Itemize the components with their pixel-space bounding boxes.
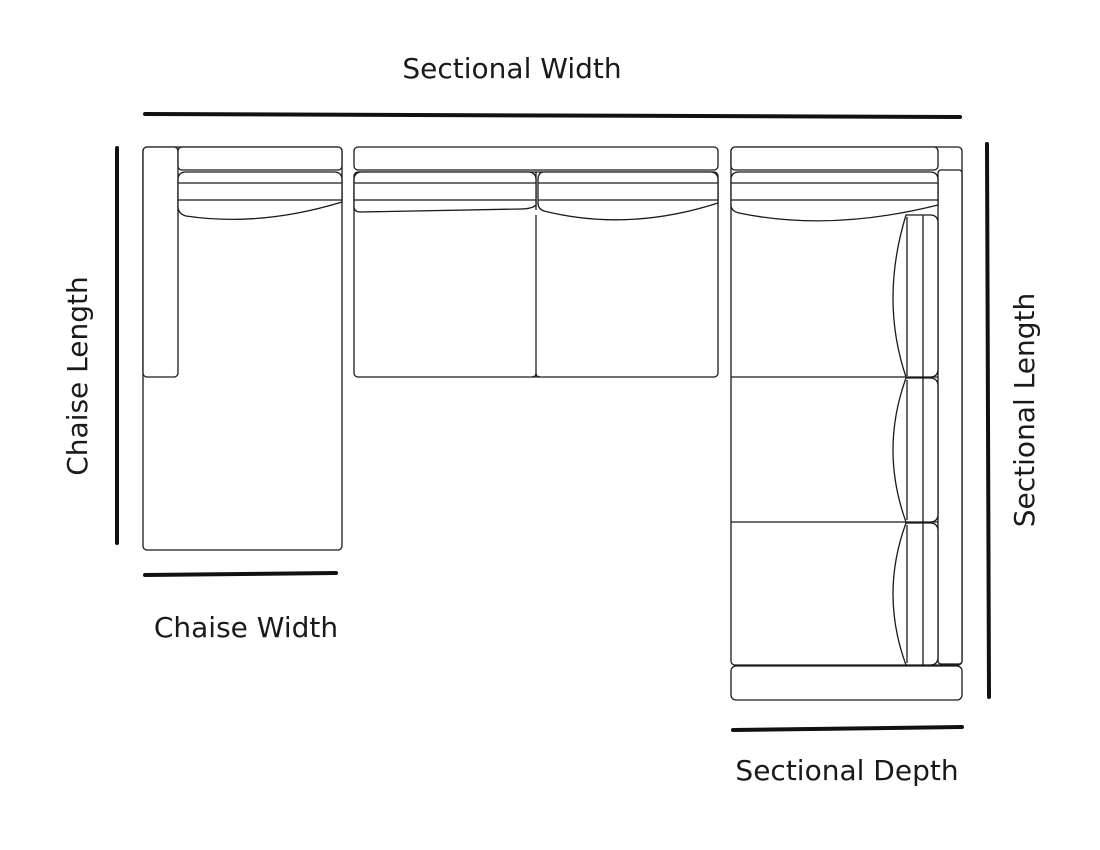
- chaise-length-label: Chaise Length: [61, 276, 94, 476]
- left-chaise-section: [142, 146, 343, 551]
- chaise-width-dimension-line: [143, 571, 338, 577]
- center-loveseat-section: [353, 146, 719, 378]
- corner-back-cushion: [730, 171, 939, 222]
- sectional-width-label: Sectional Width: [402, 52, 621, 85]
- side-back-cushion-1: [892, 214, 939, 378]
- sectional-depth-dimension-line: [731, 725, 964, 732]
- center-back-rail: [353, 146, 719, 171]
- center-right-back-cushion: [537, 171, 719, 221]
- right-back-rail: [937, 169, 963, 665]
- sectional-length-label: Sectional Length: [1008, 293, 1041, 527]
- side-back-cushion-3: [892, 522, 939, 666]
- chaise-width-label: Chaise Width: [154, 611, 338, 644]
- sectional-depth-label: Sectional Depth: [735, 754, 958, 787]
- chaise-back-rail: [177, 146, 343, 171]
- sectional-length-dimension-line: [985, 142, 991, 699]
- side-back-cushion-2: [892, 377, 939, 523]
- corner-back-rail: [730, 146, 939, 171]
- right-corner-section: [730, 146, 963, 701]
- sectional-width-dimension-line: [143, 112, 962, 119]
- chaise-back-cushion: [177, 171, 343, 221]
- center-left-back-cushion: [353, 171, 537, 213]
- chaise-left-arm: [142, 146, 179, 378]
- right-bottom-arm: [730, 665, 963, 701]
